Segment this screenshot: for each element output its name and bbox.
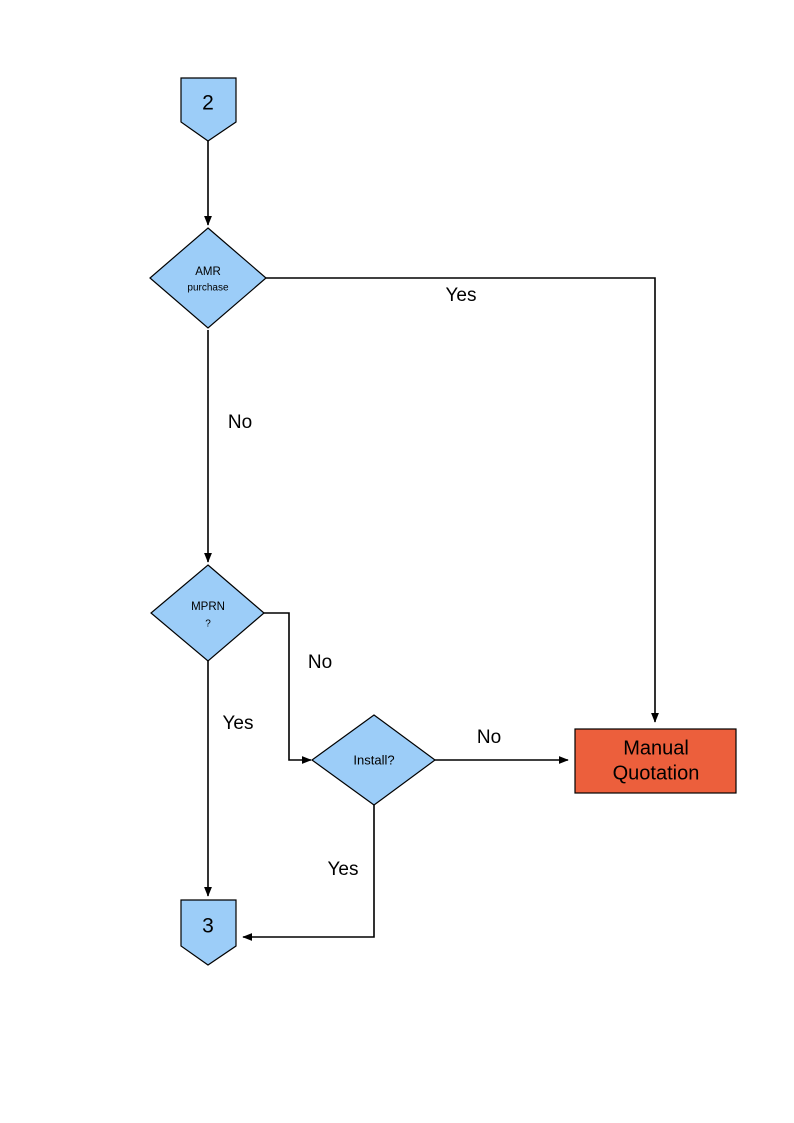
edge-label-install-no: No: [477, 727, 501, 748]
edge-label-amr-yes: Yes: [446, 285, 477, 306]
node-connector-in[interactable]: [180, 77, 237, 142]
node-mprn[interactable]: [150, 564, 265, 662]
node-manual-quotation[interactable]: [574, 728, 737, 794]
connector-out-label: 3: [202, 915, 214, 938]
mprn-label-line1: MPRN: [191, 601, 225, 613]
edge-label-install-yes: Yes: [328, 859, 359, 880]
amr-purchase-label-line2: purchase: [187, 283, 229, 294]
manual-quotation-label-line2: Quotation: [613, 762, 700, 784]
amr-purchase-label-line1: AMR: [195, 266, 221, 278]
edge-label-mprn-yes: Yes: [223, 713, 254, 734]
edge-amr-yes-to-manual-quotation: [266, 277, 659, 723]
node-amr-purchase[interactable]: [149, 227, 267, 329]
edge-label-amr-no: No: [228, 412, 252, 433]
install-label: Install?: [353, 752, 394, 767]
node-install[interactable]: [310, 714, 437, 806]
edge-label-mprn-no: No: [308, 652, 332, 673]
edge-mprn-no-to-install: [264, 612, 312, 764]
connector-in-label: 2: [202, 92, 214, 115]
node-connector-out[interactable]: [180, 899, 237, 966]
edge-install-yes-to-connector-out: [242, 803, 375, 941]
mprn-label-line2: ?: [205, 619, 211, 630]
manual-quotation-label-line1: Manual: [623, 737, 689, 759]
